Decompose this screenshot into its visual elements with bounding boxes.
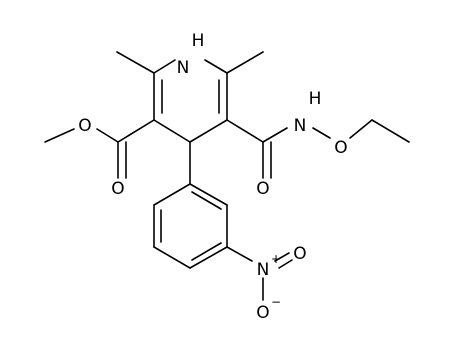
bond-ar4-ar5 xyxy=(189,246,228,269)
atom-label-n1: N xyxy=(177,58,190,78)
atom-label-amide-n: N xyxy=(294,116,307,136)
bond-ar6-ar1 xyxy=(189,183,228,206)
bond-c3-carbonyl xyxy=(117,119,155,143)
bond-ar6-ar1-inner xyxy=(191,191,222,210)
bond-ester-o-methyl xyxy=(44,128,75,143)
bond-c2-methyl xyxy=(116,51,155,74)
atom-label-nitro-charge: + xyxy=(271,252,281,266)
bond-ch2-ch3 xyxy=(371,119,410,143)
bond-nitro-o-top-2 xyxy=(278,259,293,269)
bond-c5-c4 xyxy=(189,119,228,143)
bond-c4-c3 xyxy=(153,119,191,143)
atom-label-ester-o-double: O xyxy=(111,179,124,199)
bond-c2-n1 xyxy=(153,59,176,74)
nitrophenyl-group xyxy=(153,141,293,301)
ethoxy-amide-group xyxy=(226,119,410,179)
bond-nitro-o-top xyxy=(274,252,290,262)
bond-amide-c-n xyxy=(262,127,288,143)
bond-ar3-ar4 xyxy=(153,246,191,269)
atom-label-nitro-n: N xyxy=(257,260,270,280)
atom-label-nitro-o-top: O xyxy=(293,244,306,264)
atom-label-alkoxy-o: O xyxy=(334,138,347,158)
atom-label-nitro-o-charge: − xyxy=(271,295,281,309)
atom-label-ester-o-single: O xyxy=(78,116,91,136)
bond-aryl-nitro xyxy=(226,246,253,262)
atom-label-amide-h: H xyxy=(309,89,322,109)
methyl-ester-group xyxy=(44,119,155,179)
bond-ar1-ar2 xyxy=(153,183,191,206)
bond-o-ch2 xyxy=(349,119,373,139)
atom-label-amide-o: O xyxy=(256,179,269,199)
bond-c6-methyl xyxy=(226,51,264,74)
bond-c5-carbonyl xyxy=(226,119,264,143)
bond-ar4-ar5-inner xyxy=(191,242,222,261)
dihydropyridine-ring xyxy=(153,59,228,143)
bond-ester-c-o-single xyxy=(96,128,119,143)
atom-label-nitro-o-bottom: O xyxy=(256,303,269,323)
bond-n-o xyxy=(312,127,331,139)
bond-n1-c6 xyxy=(204,59,228,74)
atom-label-h1: H xyxy=(192,31,205,51)
